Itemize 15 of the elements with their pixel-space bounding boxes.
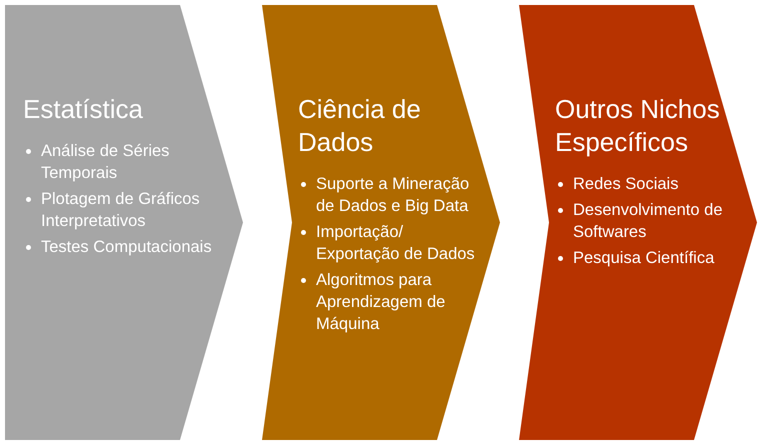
heading: Outros Nichos Específicos (555, 93, 721, 159)
list-item: Redes Sociais (555, 173, 740, 195)
list-item: Algoritmos para Aprendizagem de Máquina (298, 269, 478, 335)
chevron-shape (262, 5, 500, 440)
chevron-shape (5, 5, 243, 440)
list-item: Suporte a Mineração de Dados e Big Data (298, 173, 478, 217)
list-item: Testes Computacionais (23, 236, 223, 258)
heading: Ciência de Dados (298, 93, 422, 159)
list-item: Importação/ Exportação de Dados (298, 221, 478, 265)
heading: Estatística (23, 93, 144, 126)
chevron-shape (519, 5, 757, 440)
list-item: Desenvolvimento de Softwares (555, 199, 740, 243)
list-item: Pesquisa Científica (555, 247, 740, 269)
list-item: Plotagem de Gráficos Interpretativos (23, 188, 223, 232)
list-item: Análise de Séries Temporais (23, 140, 223, 184)
